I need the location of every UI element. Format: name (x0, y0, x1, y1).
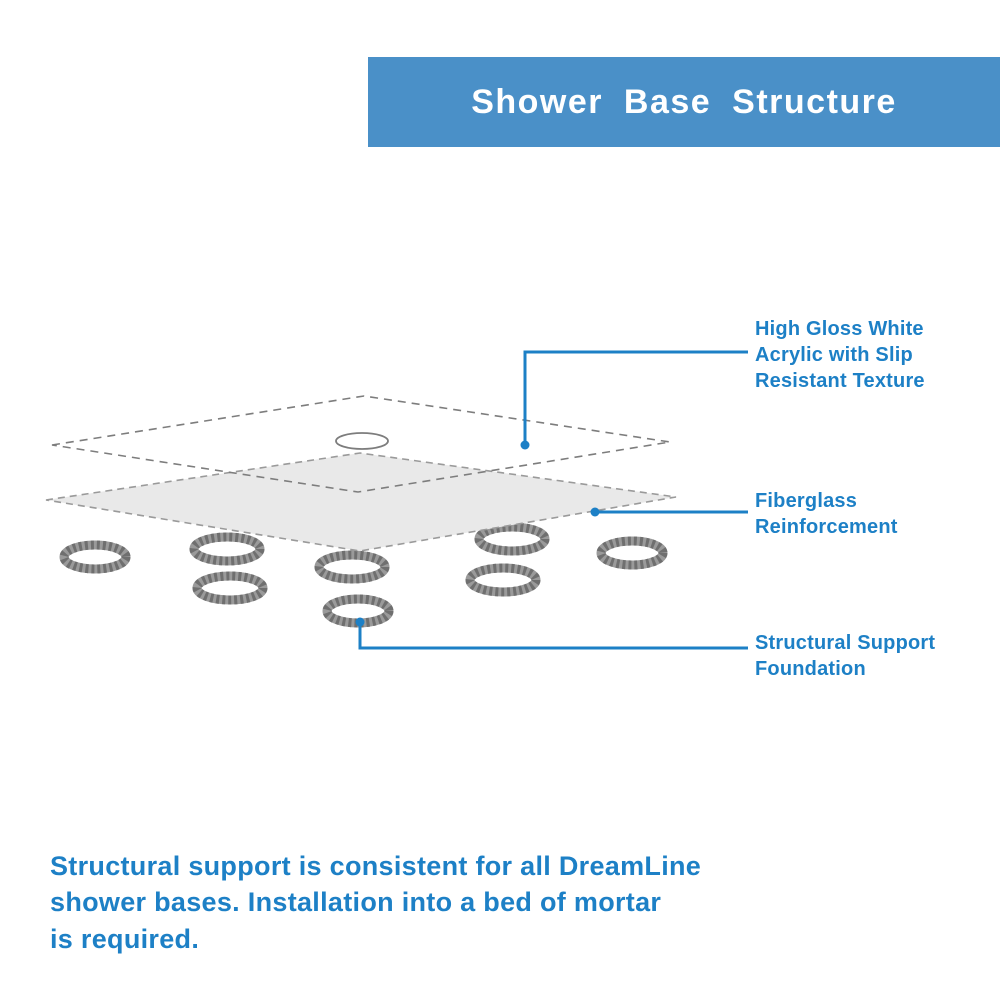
support-ring (189, 532, 265, 566)
callout-label-acrylic: High Gloss White Acrylic with Slip Resis… (755, 316, 925, 394)
callout-label-line: Foundation (755, 658, 866, 680)
callout-label-line: Structural Support (755, 632, 936, 654)
support-ring (59, 540, 131, 574)
support-ring (192, 571, 268, 605)
callout-label-support: Structural Support Foundation (755, 630, 935, 682)
callout-line-acrylic (523, 350, 748, 441)
support-ring (474, 522, 550, 556)
support-rings (59, 522, 668, 628)
support-ring (596, 536, 668, 570)
callout-label-line: High Gloss White (755, 318, 924, 340)
footer-note-line: Structural support is consistent for all… (50, 851, 702, 881)
callout-line-support (358, 626, 748, 650)
header-banner: Shower Base Structure (368, 57, 1000, 147)
callout-dots (355, 440, 600, 627)
callout-dot-support (355, 617, 365, 627)
callout-label-fiberglass: Fiberglass Reinforcement (755, 488, 898, 540)
callout-dot-fiberglass (590, 507, 600, 517)
footer-note: Structural support is consistent for all… (50, 848, 701, 957)
footer-note-line: shower bases. Installation into a bed of… (50, 887, 662, 918)
support-ring (314, 550, 390, 584)
page-title: Shower Base Structure (471, 82, 897, 121)
footer-note-line: is required. (50, 923, 200, 954)
callout-dot-acrylic (520, 440, 530, 450)
callout-label-line: Resistant Texture (755, 370, 925, 392)
callout-label-line: Fiberglass (755, 490, 858, 512)
callout-label-line: Reinforcement (755, 516, 898, 538)
callout-label-line: Acrylic with Slip (755, 344, 913, 366)
fiberglass-layer (45, 452, 677, 552)
support-ring (465, 563, 541, 597)
drain-ellipse (335, 432, 389, 450)
acrylic-layer-outline (51, 395, 671, 493)
callout-lines (358, 350, 748, 650)
